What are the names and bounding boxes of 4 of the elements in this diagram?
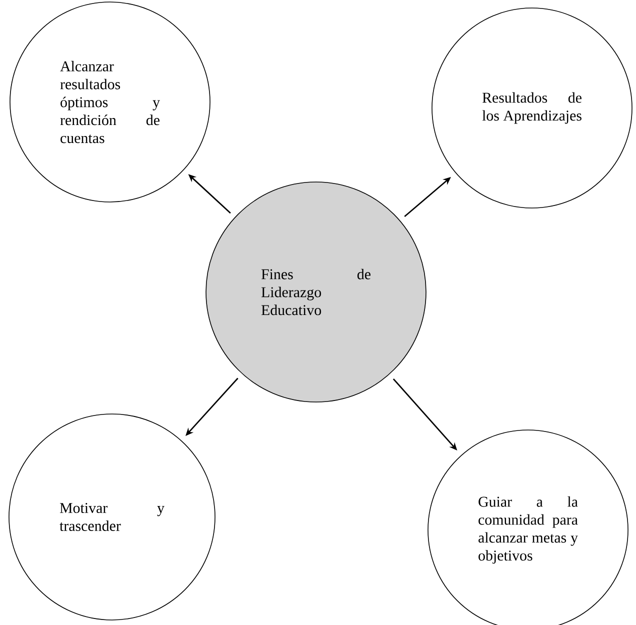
circle-node: Motivar y trascender bbox=[8, 414, 216, 620]
circle-node: Alcanzar resultados óptimos y rendición de cuentas bbox=[10, 2, 210, 202]
circle-node: Resultados de los Aprendizajes bbox=[432, 8, 632, 208]
circle-node: Fines de Liderazgo Educativo bbox=[206, 182, 426, 402]
